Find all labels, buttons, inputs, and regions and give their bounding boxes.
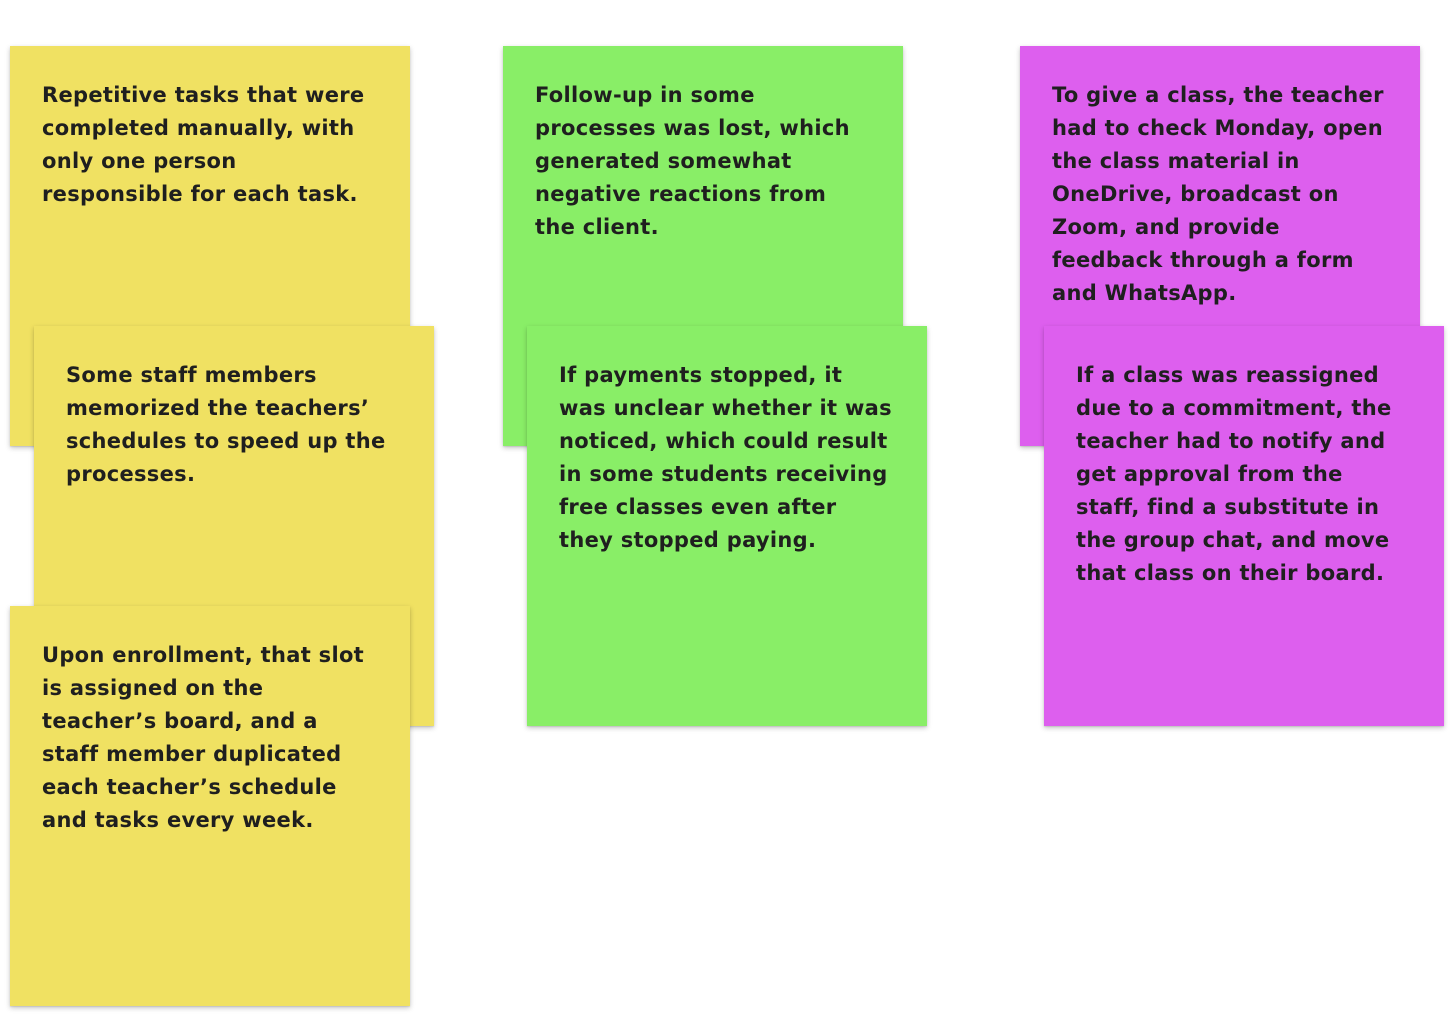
sticky-note-enrollment-slot[interactable]: Upon enrollment, that slot is assigned o…	[10, 606, 410, 1006]
sticky-note-text: If a class was reassigned due to a commi…	[1076, 363, 1392, 585]
sticky-note-text: Repetitive tasks that were completed man…	[42, 83, 365, 206]
sticky-note-payments-stopped[interactable]: If payments stopped, it was unclear whet…	[527, 326, 927, 726]
sticky-note-text: Some staff members memorized the teacher…	[66, 363, 386, 486]
sticky-note-text: If payments stopped, it was unclear whet…	[559, 363, 892, 552]
sticky-note-text: To give a class, the teacher had to chec…	[1052, 83, 1384, 305]
sticky-note-text: Follow-up in some processes was lost, wh…	[535, 83, 850, 239]
sticky-note-class-reassigned[interactable]: If a class was reassigned due to a commi…	[1044, 326, 1444, 726]
sticky-note-text: Upon enrollment, that slot is assigned o…	[42, 643, 365, 832]
